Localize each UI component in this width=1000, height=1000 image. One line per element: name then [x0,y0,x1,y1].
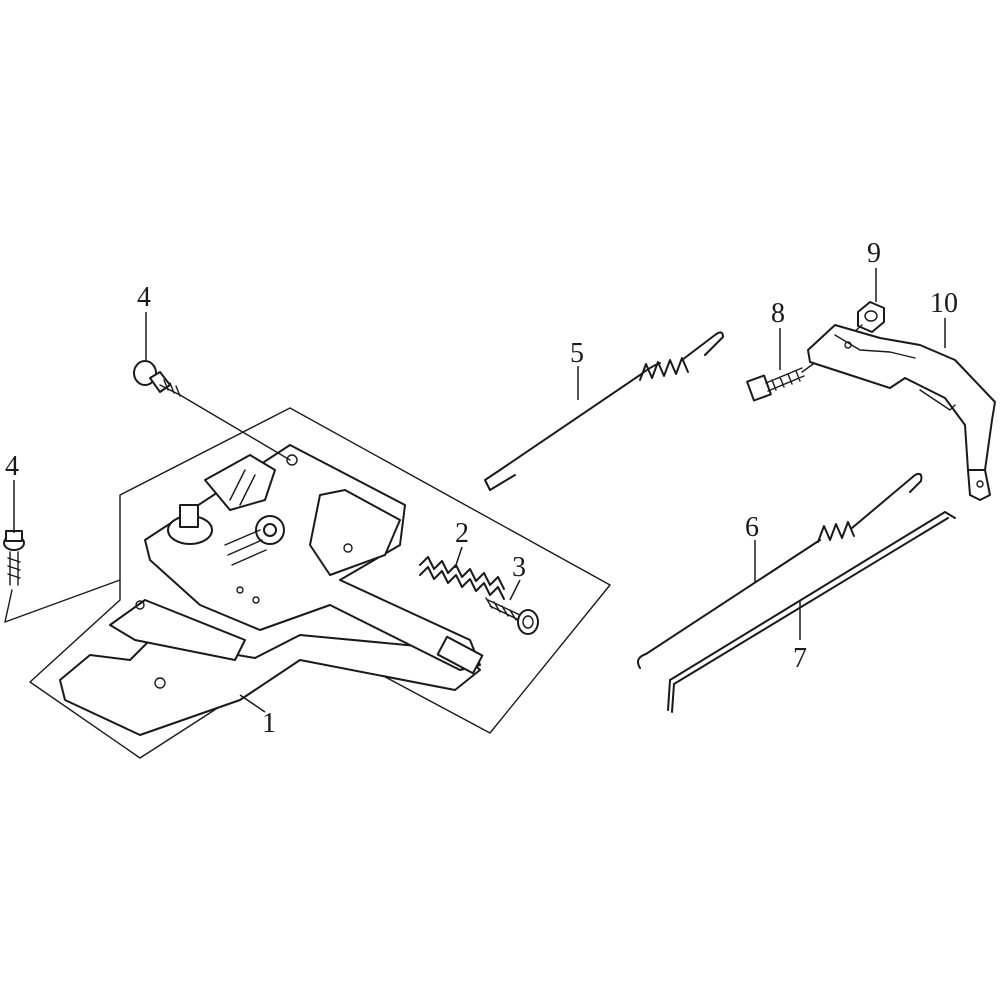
flange-bolt-upper [133,360,181,397]
callout-9: 9 [867,238,881,269]
bolt-upper-leader [179,394,291,461]
callout-1: 1 [262,708,276,739]
callout-8: 8 [771,298,785,329]
compression-spring [419,556,505,600]
callout-4b: 4 [5,451,19,482]
callout-3: 3 [512,552,526,583]
spring-rod [637,472,923,669]
callout-7: 7 [793,643,807,674]
link-rod [667,511,956,713]
callout-2-leader [454,546,463,569]
screw [485,597,539,635]
callout-1-leader [239,694,266,713]
group-leader-left [4,579,121,623]
flange-bolt-left [3,530,25,586]
callout-6: 6 [745,512,759,543]
nut [857,301,885,333]
group-leader-left-2 [4,589,13,623]
carriage-bolt [746,367,805,402]
governor-spring-rod [484,331,724,491]
callout-3-leader [509,579,521,601]
control-base-plate [59,444,484,736]
callout-5: 5 [570,338,584,369]
callout-10: 10 [930,288,958,319]
control-lever-bracket [807,324,996,501]
callout-2: 2 [455,518,469,549]
callout-4a: 4 [137,282,151,313]
